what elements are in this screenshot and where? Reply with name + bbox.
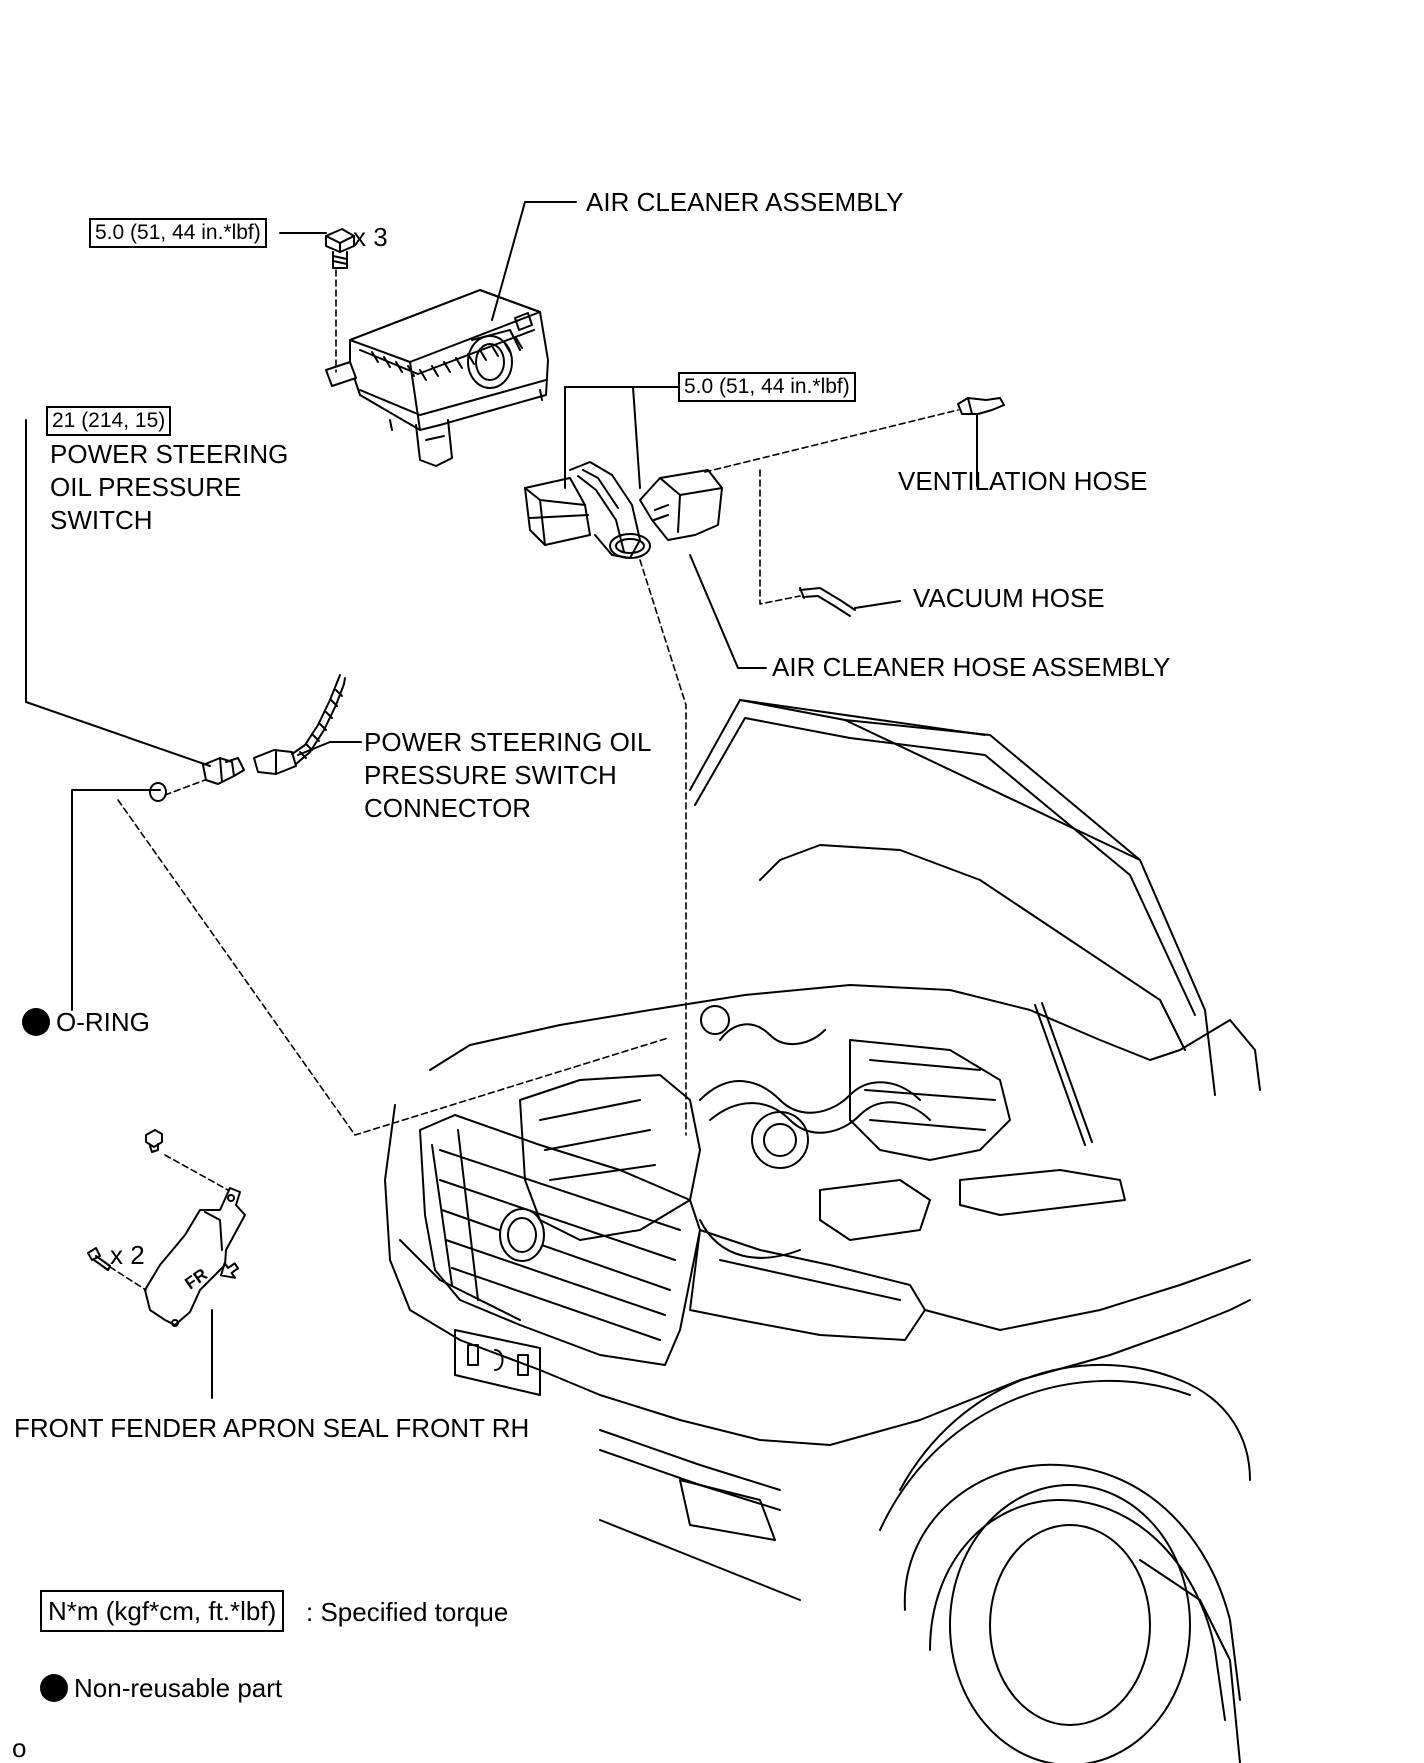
leader-lines <box>25 201 978 1399</box>
legend-non-reusable: Non-reusable part <box>40 1672 282 1705</box>
legend-torque-box: N*m (kgf*cm, ft.*lbf) <box>40 1590 285 1632</box>
ventilation-hose-drawing <box>957 397 1005 415</box>
qty-seal-clips: x 2 <box>110 1240 145 1270</box>
label-ps-switch-line2: OIL PRESSURE <box>50 472 242 502</box>
o-ring-drawing <box>149 782 167 802</box>
assembly-guide-lines <box>109 269 959 1291</box>
label-ps-switch-line1: POWER STEERING <box>50 439 289 469</box>
label-air-cleaner-assembly: AIR CLEANER ASSEMBLY <box>586 187 904 217</box>
front-fender-apron-seal-drawing: FR <box>144 1187 246 1327</box>
label-ps-switch-line3: SWITCH <box>50 505 153 535</box>
label-ps-connector-line3: CONNECTOR <box>364 793 532 823</box>
screw-icon <box>87 1247 111 1271</box>
torque-ps-switch: 21 (214, 15) <box>46 406 172 436</box>
torque-hose-clamps: 5.0 (51, 44 in.*lbf) <box>678 372 856 402</box>
label-ps-connector-line1: POWER STEERING OIL <box>364 727 652 757</box>
clip-icon <box>145 1129 163 1153</box>
label-ps-connector-line2: PRESSURE SWITCH <box>364 760 617 790</box>
label-ventilation-hose: VENTILATION HOSE <box>898 466 1148 496</box>
label-o-ring: O-RING <box>22 1006 150 1039</box>
air-cleaner-hose-assembly-drawing <box>524 461 723 559</box>
torque-air-cleaner-bolts: 5.0 (51, 44 in.*lbf) <box>89 218 267 248</box>
ps-switch-connector-drawing <box>253 674 346 775</box>
ps-oil-pressure-switch-drawing <box>202 757 245 785</box>
filled-circle-icon <box>22 1008 50 1036</box>
vehicle-drawing <box>384 699 1261 1763</box>
air-cleaner-assembly-drawing <box>325 289 549 467</box>
legend-torque-text: : Specified torque <box>306 1597 509 1627</box>
bolt-icon <box>325 228 355 269</box>
qty-air-cleaner-bolts: x 3 <box>353 222 388 252</box>
label-air-cleaner-hose-assembly: AIR CLEANER HOSE ASSEMBLY <box>772 652 1171 682</box>
label-o-ring-text: O-RING <box>56 1007 150 1037</box>
legend-non-reusable-text: Non-reusable part <box>74 1673 283 1703</box>
vacuum-hose-drawing <box>799 587 856 617</box>
filled-circle-icon <box>40 1674 68 1702</box>
label-vacuum-hose: VACUUM HOSE <box>913 583 1105 613</box>
label-front-fender-apron-seal: FRONT FENDER APRON SEAL FRONT RH <box>14 1413 530 1443</box>
corner-code: o <box>12 1733 26 1763</box>
